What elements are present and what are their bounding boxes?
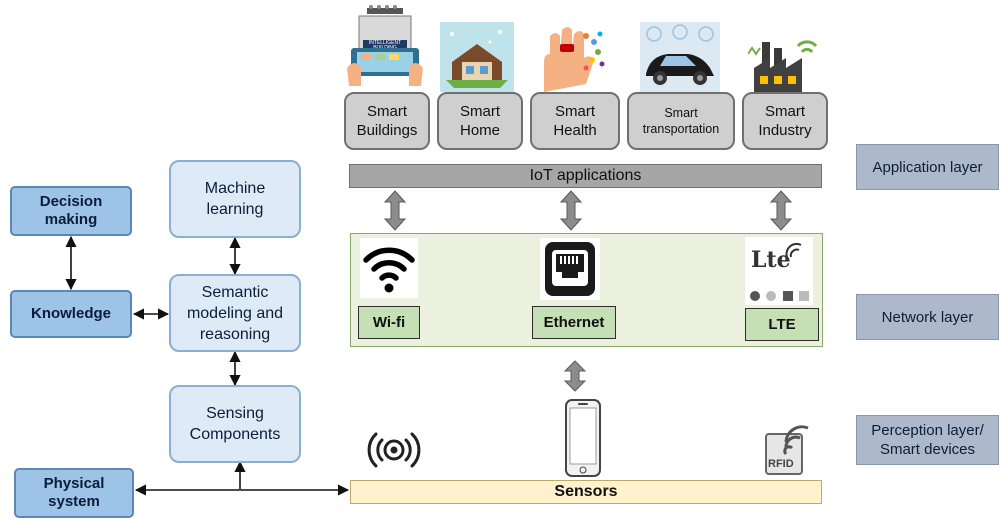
app-smart-industry: Smart Industry — [742, 92, 828, 150]
wifi-label: Wi-fi — [372, 314, 406, 331]
network-layer-box: Network layer — [856, 294, 999, 340]
sensing-components-label: Sensing Components — [189, 405, 281, 443]
sensors-bar: Sensors — [350, 480, 822, 504]
physical-system-box: Physical system — [14, 468, 134, 518]
sensors-label: Sensors — [554, 483, 618, 500]
ethernet-label-box: Ethernet — [532, 306, 616, 339]
lte-logo-text: Lte — [751, 247, 791, 273]
app-smart-transportation: Smart transportation — [627, 92, 735, 150]
decision-making-box: Decision making — [10, 186, 132, 236]
machine-learning-label: Machine learning — [204, 180, 266, 218]
health-hand-icon — [536, 22, 610, 92]
lte-icon: Lte — [745, 237, 813, 305]
app-smart-buildings: Smart Buildings — [344, 92, 430, 150]
app-smart-health-label: Smart Health — [553, 103, 597, 139]
app-smart-health: Smart Health — [530, 92, 620, 150]
sensing-components-box: Sensing Components — [169, 385, 301, 463]
rfid-tag-icon: RFID — [764, 424, 814, 476]
iot-lte-arrow — [769, 190, 793, 231]
ethernet-label: Ethernet — [543, 314, 605, 331]
ethernet-port-icon — [540, 238, 600, 300]
knowledge-box: Knowledge — [10, 290, 132, 338]
knowledge-label: Knowledge — [30, 305, 111, 322]
network-layer-label: Network layer — [881, 308, 974, 326]
app-smart-home-label: Smart Home — [459, 103, 500, 139]
semantic-modeling-box: Semantic modeling and reasoning — [169, 274, 301, 352]
physical-system-label: Physical system — [43, 475, 105, 510]
iot-applications-bar: IoT applications — [349, 164, 822, 188]
lte-label-box: LTE — [745, 308, 819, 341]
intelligent-building-icon: INTELLIGENT BUILDING — [345, 4, 425, 92]
app-smart-buildings-label: Smart Buildings — [356, 103, 418, 139]
sensor-broadcast-icon — [362, 424, 426, 476]
app-smart-home: Smart Home — [437, 92, 523, 150]
application-layer-label: Application layer — [872, 158, 983, 176]
machine-learning-box: Machine learning — [169, 160, 301, 238]
smartphone-icon — [563, 398, 603, 478]
iot-ethernet-arrow — [559, 190, 583, 231]
house-icon — [440, 22, 514, 92]
car-icon — [640, 22, 720, 92]
factory-icon — [748, 26, 822, 92]
rfid-text: RFID — [768, 458, 794, 470]
building-sign-line1: INTELLIGENT — [369, 40, 401, 46]
perception-layer-label: Perception layer/ Smart devices — [871, 422, 984, 458]
wifi-label-box: Wi-fi — [358, 306, 420, 339]
decision-making-label: Decision making — [39, 193, 103, 228]
iot-applications-label: IoT applications — [529, 167, 642, 184]
wifi-icon — [360, 238, 418, 298]
app-smart-transportation-label: Smart transportation — [642, 106, 720, 136]
semantic-modeling-label: Semantic modeling and reasoning — [186, 283, 284, 343]
application-layer-box: Application layer — [856, 144, 999, 190]
app-smart-industry-label: Smart Industry — [758, 103, 812, 139]
iot-wifi-arrow — [383, 190, 407, 231]
lte-label: LTE — [768, 316, 796, 333]
perception-layer-box: Perception layer/ Smart devices — [856, 415, 999, 465]
network-sensors-arrow — [563, 360, 587, 392]
